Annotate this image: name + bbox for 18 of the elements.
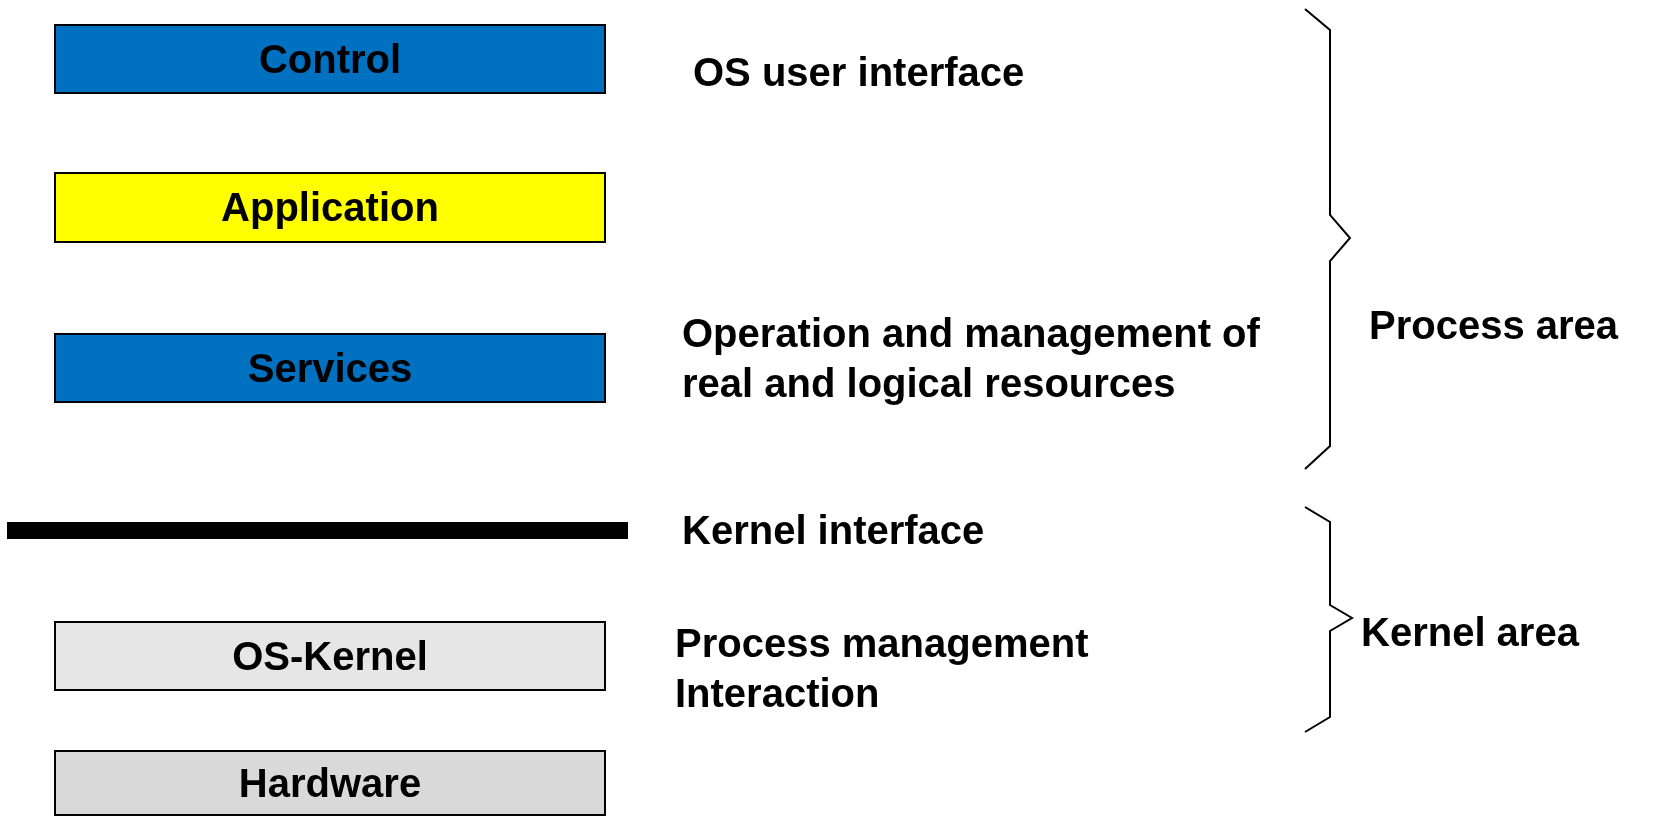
interface-bar: [7, 522, 628, 539]
layer-label: Control: [258, 36, 402, 82]
layer-box: [54, 24, 606, 94]
layer-description: Operation and management of real and logical resources: [682, 310, 1261, 407]
layer-description: Interaction: [675, 670, 880, 717]
layer-box: [54, 172, 606, 243]
layer-description: Process management: [675, 620, 1089, 667]
layer-label: Application: [221, 185, 439, 230]
layer-box: [54, 750, 606, 816]
layer-box: [54, 333, 606, 403]
area-label: Process area: [1369, 302, 1619, 349]
layer-box: [54, 621, 606, 691]
layer-label: OS-Kernel: [232, 633, 428, 679]
layer-description: Kernel interface: [682, 507, 985, 554]
layer-label: Hardware: [238, 760, 422, 806]
layer-label: Services: [247, 345, 413, 391]
layer-description: OS user interface: [693, 49, 1025, 96]
area-label: Kernel area: [1361, 609, 1579, 656]
